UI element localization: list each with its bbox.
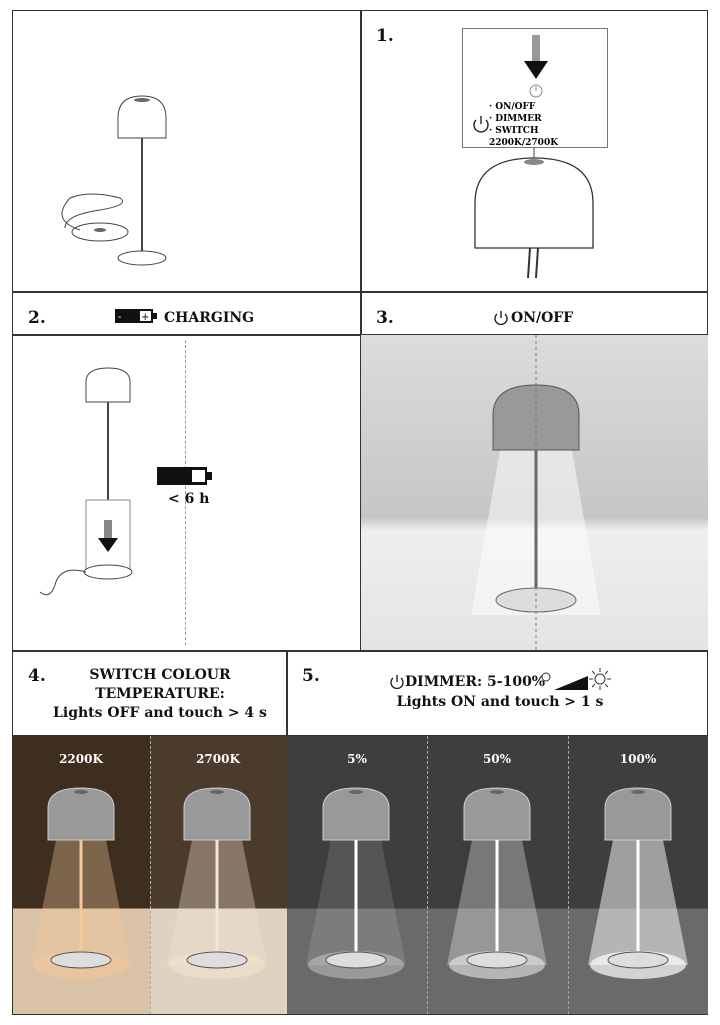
brightness-label: 5% — [347, 752, 367, 766]
title-line1: SWITCH COLOUR — [89, 667, 231, 683]
feature-switch: · SWITCH 2200K/2700K — [489, 126, 559, 148]
subtitle: Lights OFF and touch > 4 s — [53, 705, 267, 721]
button-callout: · ON/OFF · DIMMER · SWITCH 2200K/2700K — [462, 28, 608, 148]
section-title: SWITCH COLOUR TEMPERATURE: Lights OFF an… — [50, 666, 270, 723]
step-number: 3. — [376, 308, 394, 328]
divider — [568, 736, 569, 1014]
dimmer-scale-icon — [541, 668, 611, 690]
lamp — [31, 787, 131, 979]
step-number: 1. — [376, 26, 394, 46]
charging-time: < 6 h — [168, 491, 210, 507]
feature-dimmer: · DIMMER — [489, 114, 542, 124]
brightness-label: 100% — [619, 752, 657, 766]
press-arrow-icon — [524, 35, 548, 98]
section-title: ON/OFF — [511, 310, 574, 326]
on-off-illustration — [361, 335, 708, 650]
svg-text:-: - — [118, 312, 121, 323]
lamp-overview-illustration — [61, 95, 167, 266]
section-title: DIMMER: 5-100% — [405, 674, 546, 690]
battery-icon: -+ — [115, 309, 157, 323]
title-line2: TEMPERATURE: — [95, 686, 225, 702]
divider — [12, 334, 708, 336]
power-icon — [390, 675, 404, 690]
svg-text:+: + — [141, 312, 149, 323]
brightness-label: 50% — [482, 752, 512, 766]
temp-label: 2200K — [59, 752, 103, 766]
lamp-head-illustration — [474, 148, 594, 279]
step-number: 2. — [28, 308, 46, 328]
divider — [427, 736, 428, 1014]
step-number: 5. — [302, 666, 320, 686]
power-icon — [473, 116, 489, 133]
lamp — [447, 787, 547, 979]
lamp — [306, 787, 406, 979]
lamp — [167, 787, 267, 979]
divider — [12, 291, 708, 293]
battery-icon — [157, 467, 212, 485]
lamp — [588, 787, 688, 979]
power-icon — [494, 311, 508, 326]
feature-on-off: · ON/OFF — [489, 102, 536, 112]
divider — [185, 340, 186, 645]
step-number: 4. — [28, 666, 46, 686]
temp-label: 2700K — [196, 752, 240, 766]
charging-illustration — [39, 367, 133, 596]
section-title: CHARGING — [164, 310, 255, 326]
divider — [360, 10, 362, 650]
divider — [12, 735, 708, 737]
subtitle: Lights ON and touch > 1 s — [396, 694, 604, 710]
divider — [12, 650, 708, 652]
